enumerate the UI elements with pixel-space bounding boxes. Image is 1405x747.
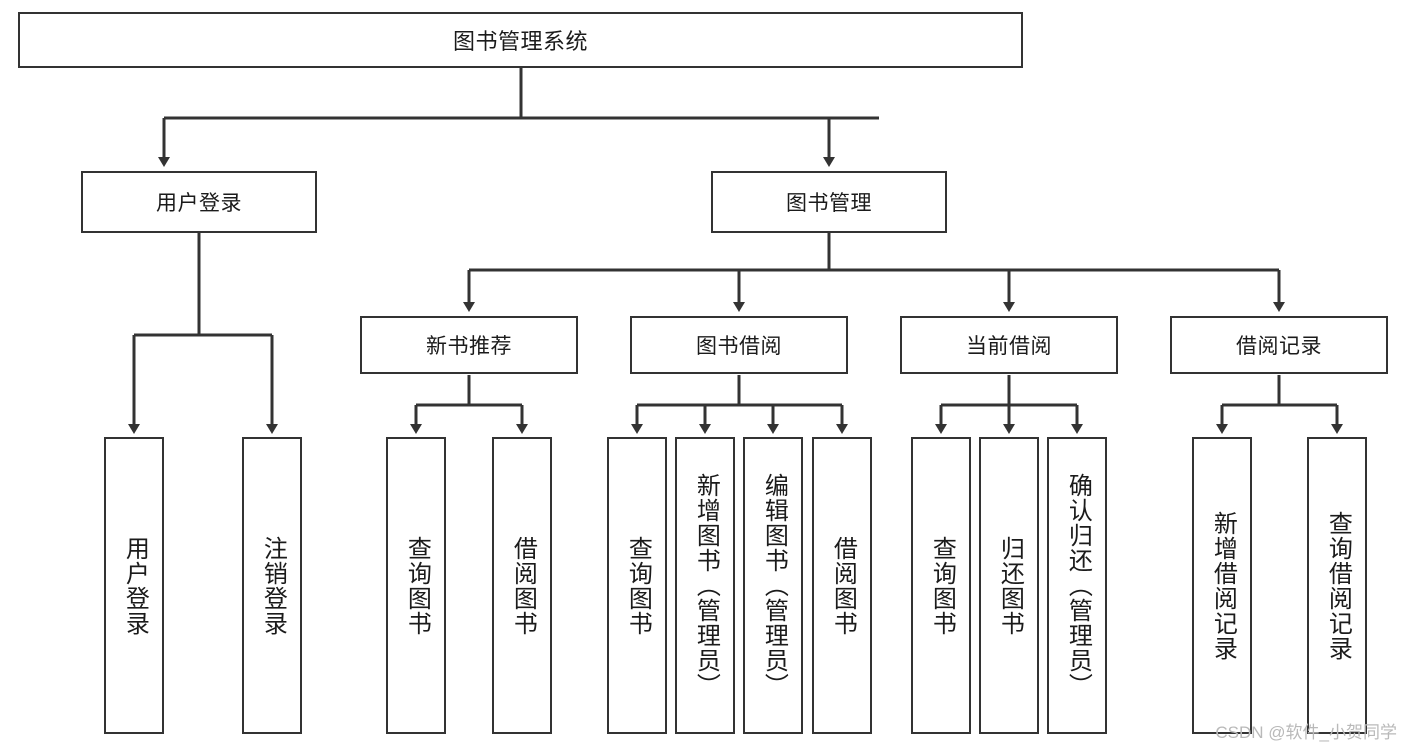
node-current-borrow[interactable]: 当前借阅 <box>900 316 1118 374</box>
node-user-login-label: 用户登录 <box>156 192 242 215</box>
node-leaf-label: 新增借阅记录 <box>1209 510 1237 661</box>
node-leaf-logout[interactable]: 注销登录 <box>242 437 302 734</box>
node-leaf-add-book-admin[interactable]: 新增图书（管理员） <box>675 437 735 734</box>
node-root-book-management-system[interactable]: 图书管理系统 <box>18 12 1023 68</box>
node-leaf-query-book-cb[interactable]: 查询图书 <box>911 437 971 734</box>
node-leaf-label: 借阅图书 <box>829 535 857 636</box>
node-leaf-label: 确认归还（管理员） <box>1064 473 1092 698</box>
node-leaf-borrow-book-nb[interactable]: 借阅图书 <box>492 437 552 734</box>
node-leaf-query-borrow-record[interactable]: 查询借阅记录 <box>1307 437 1367 734</box>
node-leaf-confirm-return-admin[interactable]: 确认归还（管理员） <box>1047 437 1107 734</box>
node-leaf-label: 新增图书（管理员） <box>692 473 720 698</box>
node-leaf-user-login[interactable]: 用户登录 <box>104 437 164 734</box>
node-book-borrow[interactable]: 图书借阅 <box>630 316 848 374</box>
node-root-label: 图书管理系统 <box>452 29 588 54</box>
node-leaf-borrow-book-bb[interactable]: 借阅图书 <box>812 437 872 734</box>
node-leaf-query-book-bb[interactable]: 查询图书 <box>607 437 667 734</box>
node-leaf-label: 注销登录 <box>259 535 287 636</box>
node-current-borrow-label: 当前借阅 <box>966 335 1052 358</box>
node-book-management[interactable]: 图书管理 <box>711 171 947 233</box>
node-leaf-return-book[interactable]: 归还图书 <box>979 437 1039 734</box>
node-user-login[interactable]: 用户登录 <box>81 171 317 233</box>
node-leaf-label: 借阅图书 <box>509 535 537 636</box>
node-leaf-edit-book-admin[interactable]: 编辑图书（管理员） <box>743 437 803 734</box>
node-book-borrow-label: 图书借阅 <box>696 335 782 358</box>
node-new-book-recommend-label: 新书推荐 <box>426 335 512 358</box>
node-leaf-label: 归还图书 <box>996 535 1024 636</box>
node-leaf-label: 用户登录 <box>121 535 149 636</box>
node-leaf-query-book-nb[interactable]: 查询图书 <box>386 437 446 734</box>
node-leaf-add-borrow-record[interactable]: 新增借阅记录 <box>1192 437 1252 734</box>
node-borrow-record-label: 借阅记录 <box>1236 335 1322 358</box>
node-leaf-label: 查询图书 <box>928 535 956 636</box>
node-new-book-recommend[interactable]: 新书推荐 <box>360 316 578 374</box>
node-leaf-label: 查询图书 <box>624 535 652 636</box>
node-borrow-record[interactable]: 借阅记录 <box>1170 316 1388 374</box>
node-leaf-label: 编辑图书（管理员） <box>760 473 788 698</box>
node-leaf-label: 查询图书 <box>403 535 431 636</box>
node-leaf-label: 查询借阅记录 <box>1324 510 1352 661</box>
node-book-management-label: 图书管理 <box>786 192 872 215</box>
watermark-text: CSDN @软件_小贺同学 <box>1215 723 1397 742</box>
